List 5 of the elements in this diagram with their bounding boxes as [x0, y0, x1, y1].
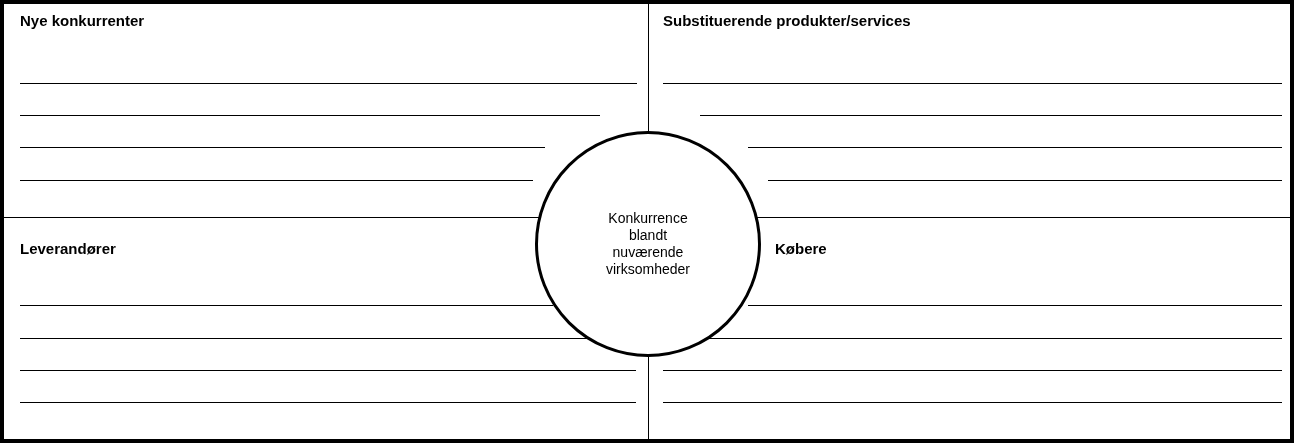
- section-heading: Nye konkurrenter: [20, 12, 145, 29]
- section-heading: Købere: [775, 240, 827, 257]
- section-heading: Substituerende produkter/services: [663, 12, 911, 29]
- section-heading: Leverandører: [20, 240, 116, 257]
- circle-label: Konkurrence blandt nuværende virksomheder: [605, 210, 691, 278]
